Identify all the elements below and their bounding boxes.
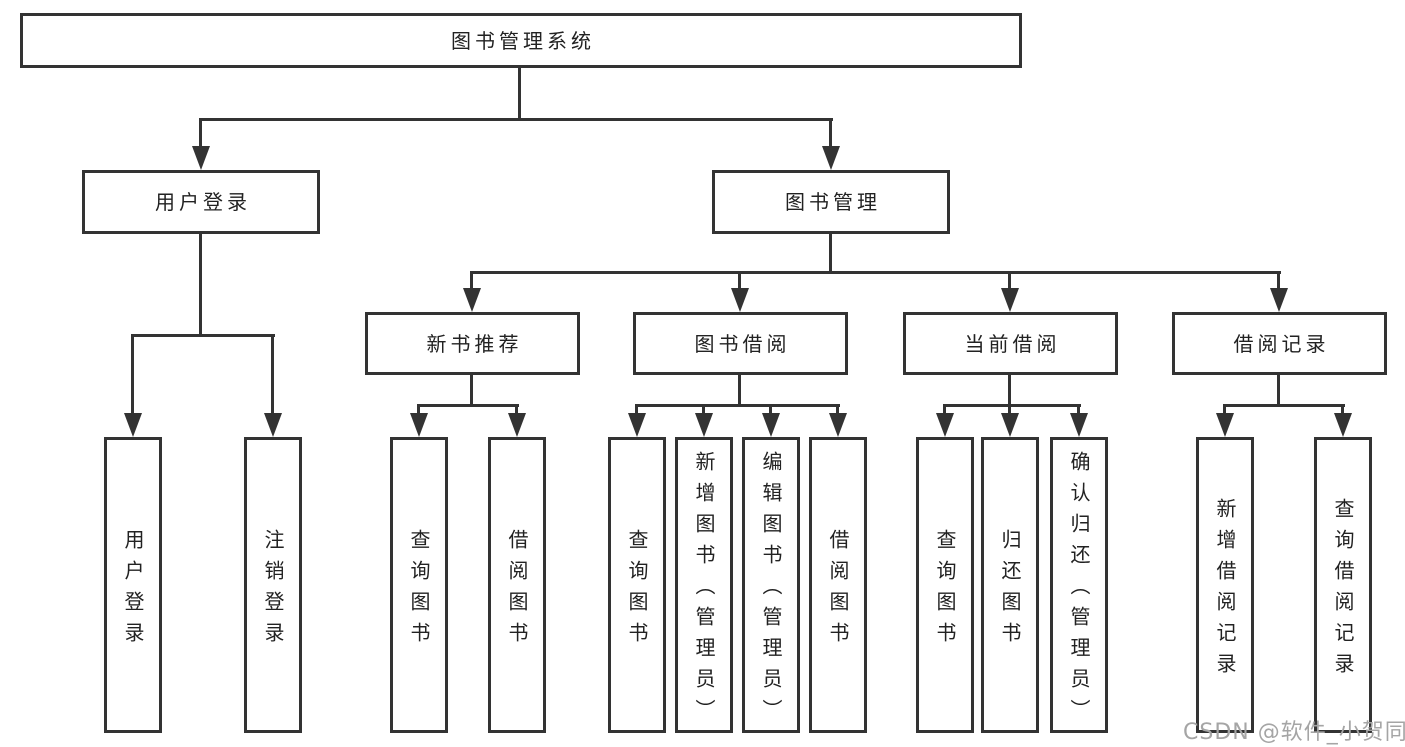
arrow-down-icon — [1001, 413, 1019, 437]
connector-vline — [1277, 375, 1280, 406]
connector-vline — [1341, 406, 1344, 416]
connector-hline — [635, 404, 840, 407]
connector-vline — [943, 406, 946, 416]
connector-vline — [515, 406, 518, 416]
arrow-down-icon — [936, 413, 954, 437]
arrow-down-icon — [463, 288, 481, 312]
node-borrow-records: 借阅记录 — [1172, 312, 1387, 375]
arrow-down-icon — [829, 413, 847, 437]
leaf-query-borrow-record: 查询借阅记录 — [1314, 437, 1372, 733]
leaf-edit-book-admin: 编辑图书（管理员） — [742, 437, 800, 733]
node-borrow-records-label: 借阅记录 — [1233, 331, 1330, 356]
connector-vline — [1008, 273, 1011, 291]
node-root: 图书管理系统 — [20, 13, 1022, 68]
connector-hline — [417, 404, 519, 407]
leaf-query-book-recommend-label: 查询图书 — [407, 528, 431, 653]
connector-vline — [1008, 406, 1011, 416]
leaf-borrow-book-recommend-label: 借阅图书 — [505, 528, 529, 653]
leaf-add-book-admin: 新增图书（管理员） — [675, 437, 733, 733]
connector-vline — [635, 406, 638, 416]
connector-vline — [199, 234, 202, 335]
connector-vline — [199, 120, 202, 150]
leaf-query-book-current: 查询图书 — [916, 437, 974, 733]
arrow-down-icon — [1001, 288, 1019, 312]
leaf-confirm-return-admin-label: 确认归还（管理员） — [1067, 451, 1091, 730]
arrow-down-icon — [410, 413, 428, 437]
leaf-user-login: 用户登录 — [104, 437, 162, 733]
connector-vline — [131, 336, 134, 415]
connector-vline — [271, 336, 274, 415]
node-book-borrow-label: 图书借阅 — [694, 331, 791, 356]
arrow-down-icon — [628, 413, 646, 437]
leaf-borrow-book: 借阅图书 — [809, 437, 867, 733]
arrow-down-icon — [124, 413, 142, 437]
csdn-watermark: CSDN @软件_小贺同学 — [1183, 720, 1405, 745]
connector-vline — [1277, 273, 1280, 291]
node-book-management: 图书管理 — [712, 170, 950, 234]
node-user-login-label: 用户登录 — [155, 190, 251, 214]
leaf-borrow-book-recommend: 借阅图书 — [488, 437, 546, 733]
connector-vline — [702, 406, 705, 416]
connector-vline — [1008, 375, 1011, 406]
node-new-book-recommend: 新书推荐 — [365, 312, 580, 375]
leaf-confirm-return-admin: 确认归还（管理员） — [1050, 437, 1108, 733]
arrow-down-icon — [731, 288, 749, 312]
connector-vline — [470, 375, 473, 406]
connector-hline — [199, 118, 833, 121]
leaf-logout: 注销登录 — [244, 437, 302, 733]
arrow-down-icon — [695, 413, 713, 437]
leaf-add-borrow-record: 新增借阅记录 — [1196, 437, 1254, 733]
leaf-query-borrow-record-label: 查询借阅记录 — [1331, 497, 1355, 684]
arrow-down-icon — [762, 413, 780, 437]
arrow-down-icon — [822, 146, 840, 170]
connector-vline — [1077, 406, 1080, 416]
leaf-edit-book-admin-label: 编辑图书（管理员） — [759, 451, 783, 730]
connector-vline — [518, 65, 521, 120]
leaf-borrow-book-label: 借阅图书 — [826, 528, 850, 653]
leaf-add-borrow-record-label: 新增借阅记录 — [1213, 497, 1237, 684]
connector-vline — [836, 406, 839, 416]
node-new-book-recommend-label: 新书推荐 — [426, 331, 523, 356]
arrow-down-icon — [1270, 288, 1288, 312]
connector-vline — [738, 273, 741, 291]
node-book-management-label: 图书管理 — [785, 190, 881, 214]
leaf-query-book-current-label: 查询图书 — [933, 528, 957, 653]
node-current-borrow: 当前借阅 — [903, 312, 1118, 375]
connector-hline — [943, 404, 1081, 407]
arrow-down-icon — [264, 413, 282, 437]
connector-vline — [769, 406, 772, 416]
arrow-down-icon — [1334, 413, 1352, 437]
arrow-down-icon — [1070, 413, 1088, 437]
connector-vline — [738, 375, 741, 406]
leaf-return-book-label: 归还图书 — [998, 528, 1022, 653]
connector-vline — [829, 120, 832, 150]
connector-vline — [1223, 406, 1226, 416]
connector-vline — [417, 406, 420, 416]
node-current-borrow-label: 当前借阅 — [964, 331, 1061, 356]
connector-vline — [470, 273, 473, 291]
leaf-logout-label: 注销登录 — [261, 528, 285, 653]
leaf-return-book: 归还图书 — [981, 437, 1039, 733]
arrow-down-icon — [1216, 413, 1234, 437]
arrow-down-icon — [192, 146, 210, 170]
connector-hline — [131, 334, 275, 337]
leaf-user-login-label: 用户登录 — [121, 528, 145, 653]
connector-hline — [1223, 404, 1345, 407]
leaf-query-book-recommend: 查询图书 — [390, 437, 448, 733]
node-user-login: 用户登录 — [82, 170, 320, 234]
arrow-down-icon — [508, 413, 526, 437]
leaf-query-book-borrow: 查询图书 — [608, 437, 666, 733]
leaf-query-book-borrow-label: 查询图书 — [625, 528, 649, 653]
node-root-label: 图书管理系统 — [451, 28, 595, 53]
connector-vline — [829, 234, 832, 273]
connector-hline — [470, 271, 1281, 274]
node-book-borrow: 图书借阅 — [633, 312, 848, 375]
leaf-add-book-admin-label: 新增图书（管理员） — [692, 451, 716, 730]
